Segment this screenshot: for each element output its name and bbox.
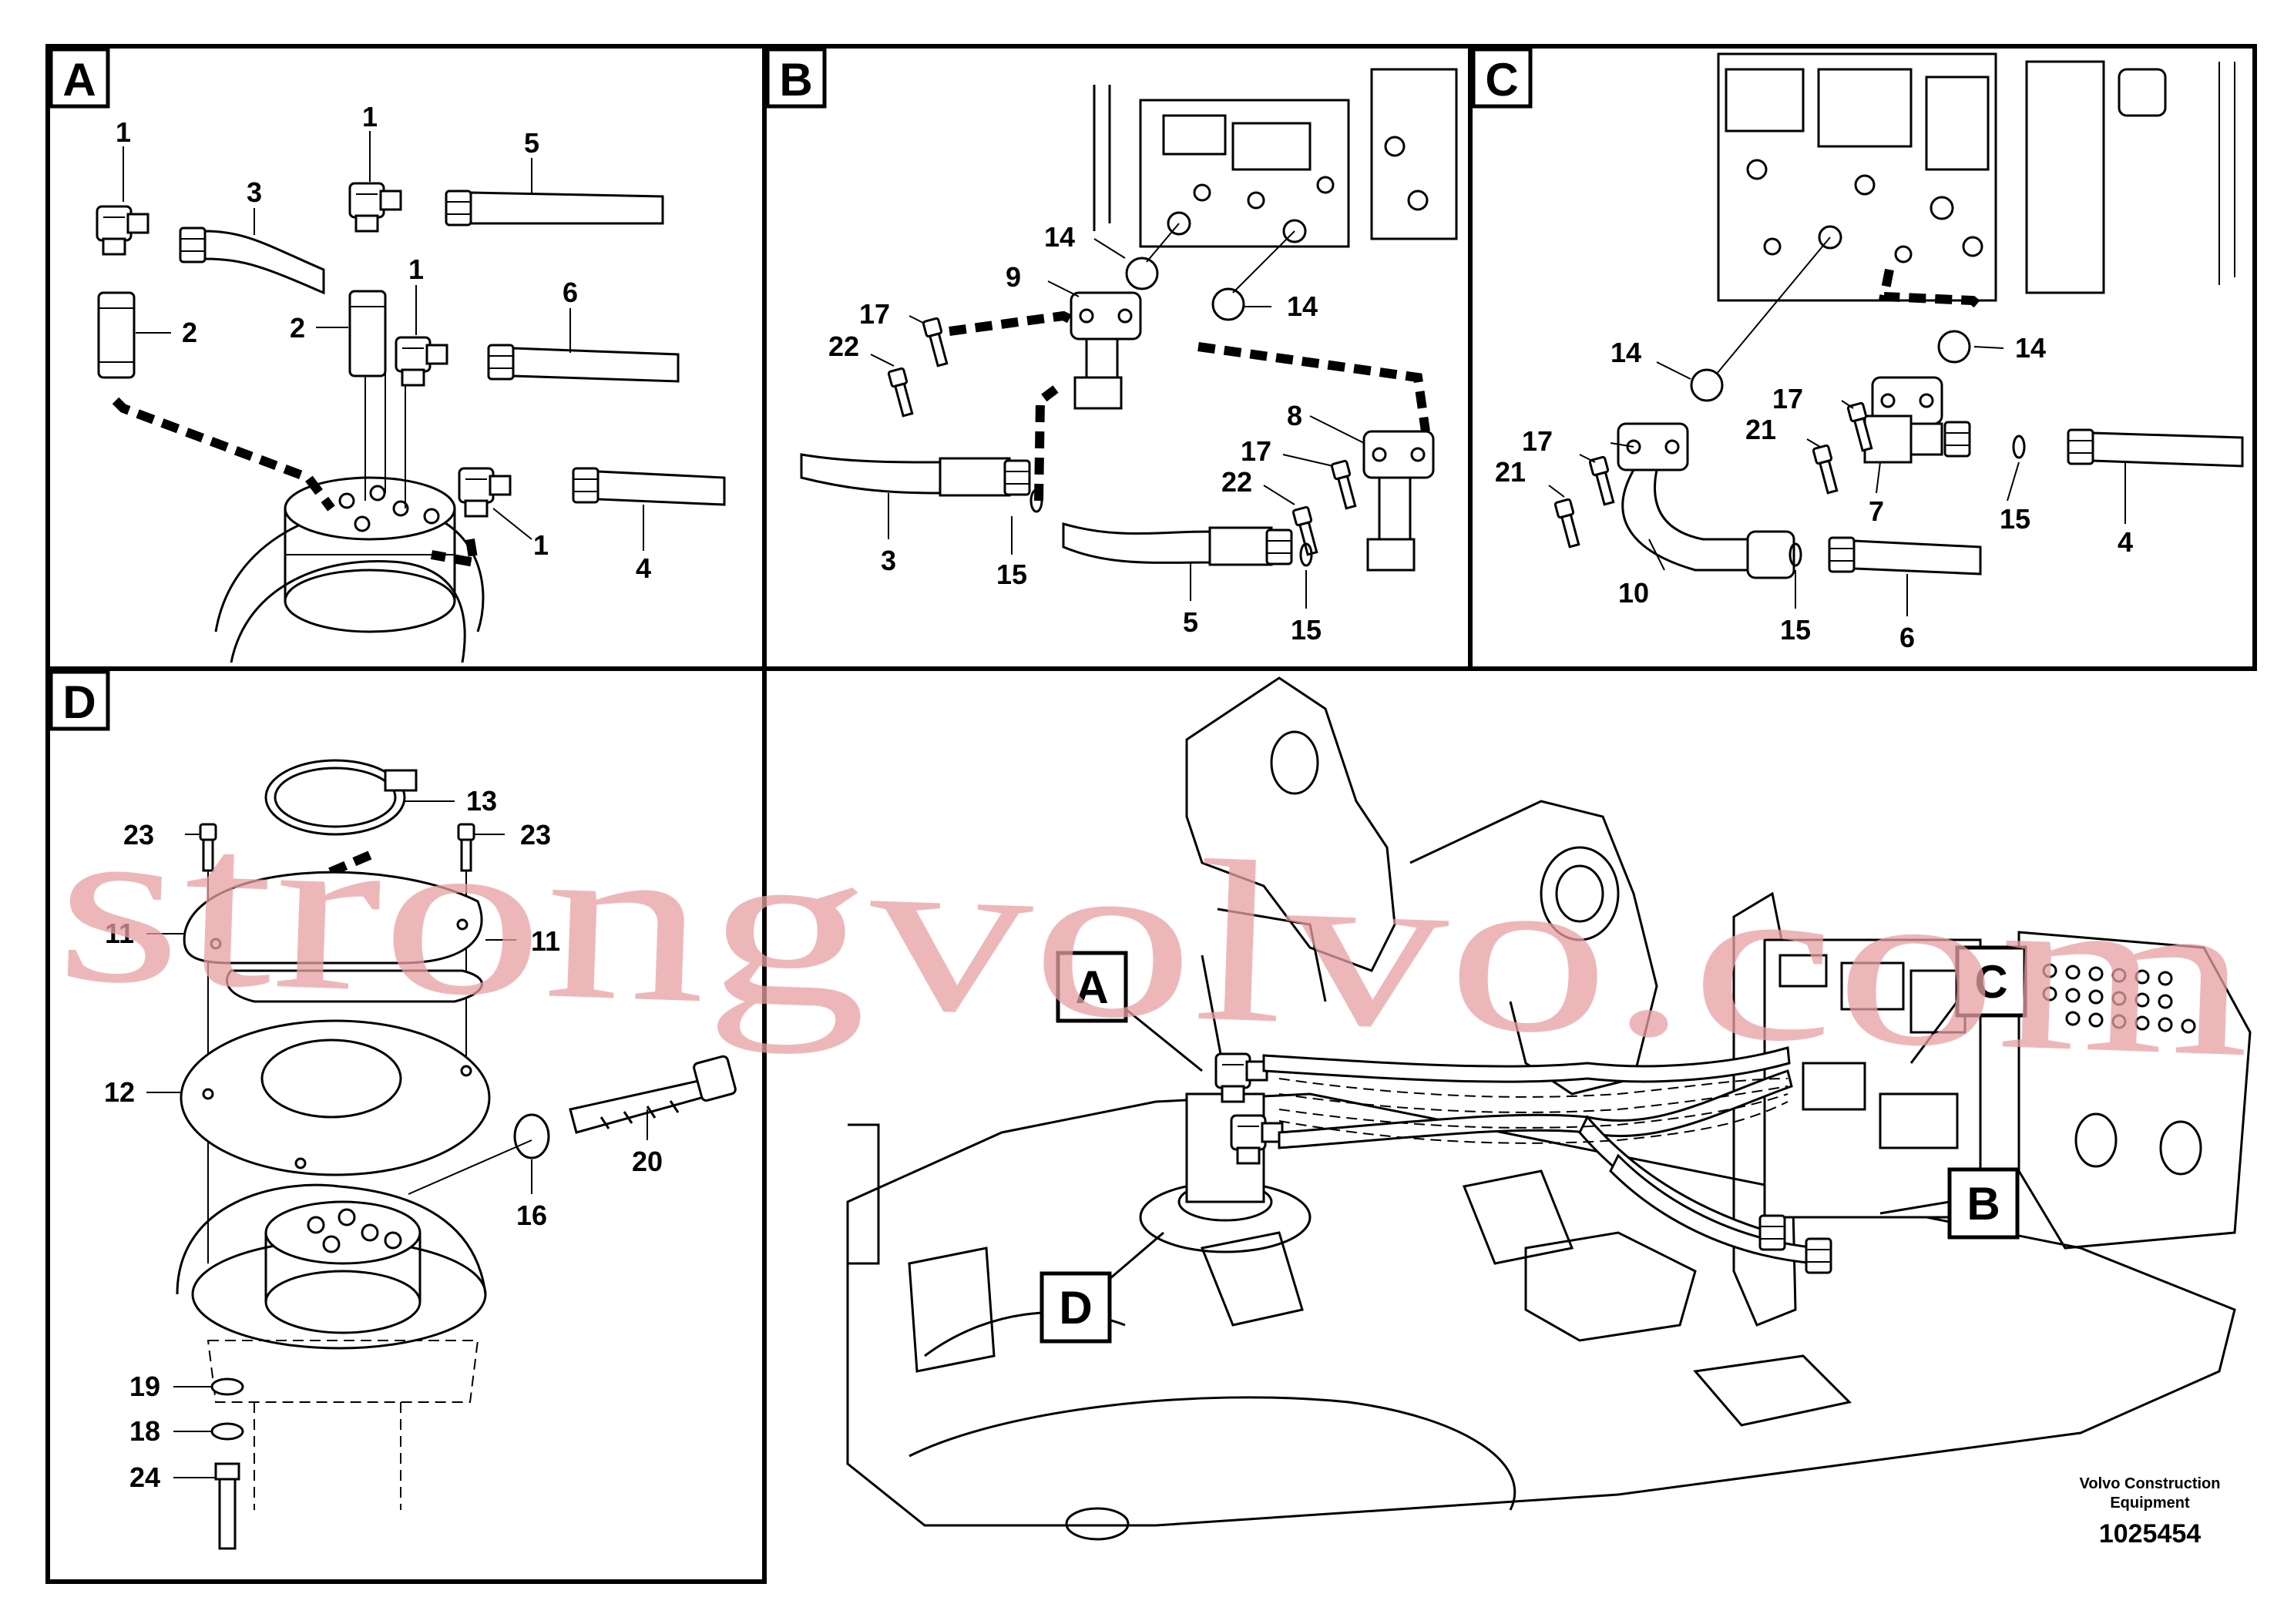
company-line-2: Equipment [2110,1495,2190,1512]
label-a-1d: 1 [533,529,549,561]
label-b-22b: 22 [1221,466,1252,498]
label-b-3: 3 [881,545,896,576]
label-a-2b: 2 [290,312,305,344]
label-d-23b: 23 [520,819,551,851]
callout-b: B [1967,1178,2000,1230]
label-c-15b: 15 [2000,503,2030,535]
label-d-12: 12 [104,1076,135,1108]
panel-frames [45,44,2257,1584]
panel-b-tag: B [779,54,812,106]
callout-c: C [1974,956,2007,1008]
label-c-7: 7 [1869,495,1884,527]
label-b-15b: 15 [1291,614,1322,646]
label-c-6: 6 [1899,622,1915,653]
panel-a-tag: A [62,54,96,106]
label-a-4: 4 [636,552,651,584]
label-a-1: 1 [116,116,131,148]
label-c-21b: 21 [1745,414,1776,445]
label-c-4: 4 [2118,526,2133,558]
panel-c-tag: C [1485,54,1518,106]
label-d-16: 16 [516,1200,547,1231]
label-d-18: 18 [129,1415,160,1447]
label-a-1c: 1 [408,253,424,285]
drawing-number: 1025454 [2099,1519,2201,1549]
label-d-13: 13 [466,785,497,817]
title-block: Volvo Construction Equipment 1025454 [2080,1475,2221,1549]
panel-d: D [49,669,737,1550]
label-a-6: 6 [563,277,578,308]
label-c-17: 17 [1522,425,1553,457]
label-d-20: 20 [632,1146,663,1177]
label-a-5: 5 [524,127,539,159]
overview-drawing: A C D B [846,676,2252,1541]
label-b-5: 5 [1183,606,1198,638]
label-a-3: 3 [247,176,262,208]
label-b-15: 15 [996,559,1027,590]
label-c-10: 10 [1618,577,1649,609]
label-b-17: 17 [859,298,890,330]
panel-c: C [1471,47,2244,653]
label-d-11: 11 [105,918,134,949]
label-b-14: 14 [1044,221,1075,253]
callout-a: A [1075,961,1108,1013]
label-b-22: 22 [828,331,859,362]
panel-a: A [49,47,726,663]
label-d-19: 19 [129,1371,160,1402]
panel-b: B [765,47,1458,646]
label-b-9: 9 [1006,261,1021,293]
panel-d-tag: D [62,676,96,728]
label-a-2: 2 [182,317,197,348]
label-d-11b: 11 [531,925,560,957]
label-c-15: 15 [1780,614,1811,646]
grid-holes [2042,963,2196,1034]
callout-d: D [1059,1282,1092,1334]
label-d-23: 23 [123,819,154,851]
label-b-17b: 17 [1241,435,1271,467]
label-b-14b: 14 [1287,290,1318,322]
company-line-1: Volvo Construction [2080,1475,2221,1492]
label-c-14: 14 [1611,337,1641,368]
label-c-14b: 14 [2015,332,2046,364]
label-b-8: 8 [1287,400,1302,431]
label-c-21: 21 [1495,456,1526,488]
label-a-1b: 1 [362,101,378,133]
label-c-17b: 17 [1772,383,1803,414]
label-d-24: 24 [129,1461,160,1493]
